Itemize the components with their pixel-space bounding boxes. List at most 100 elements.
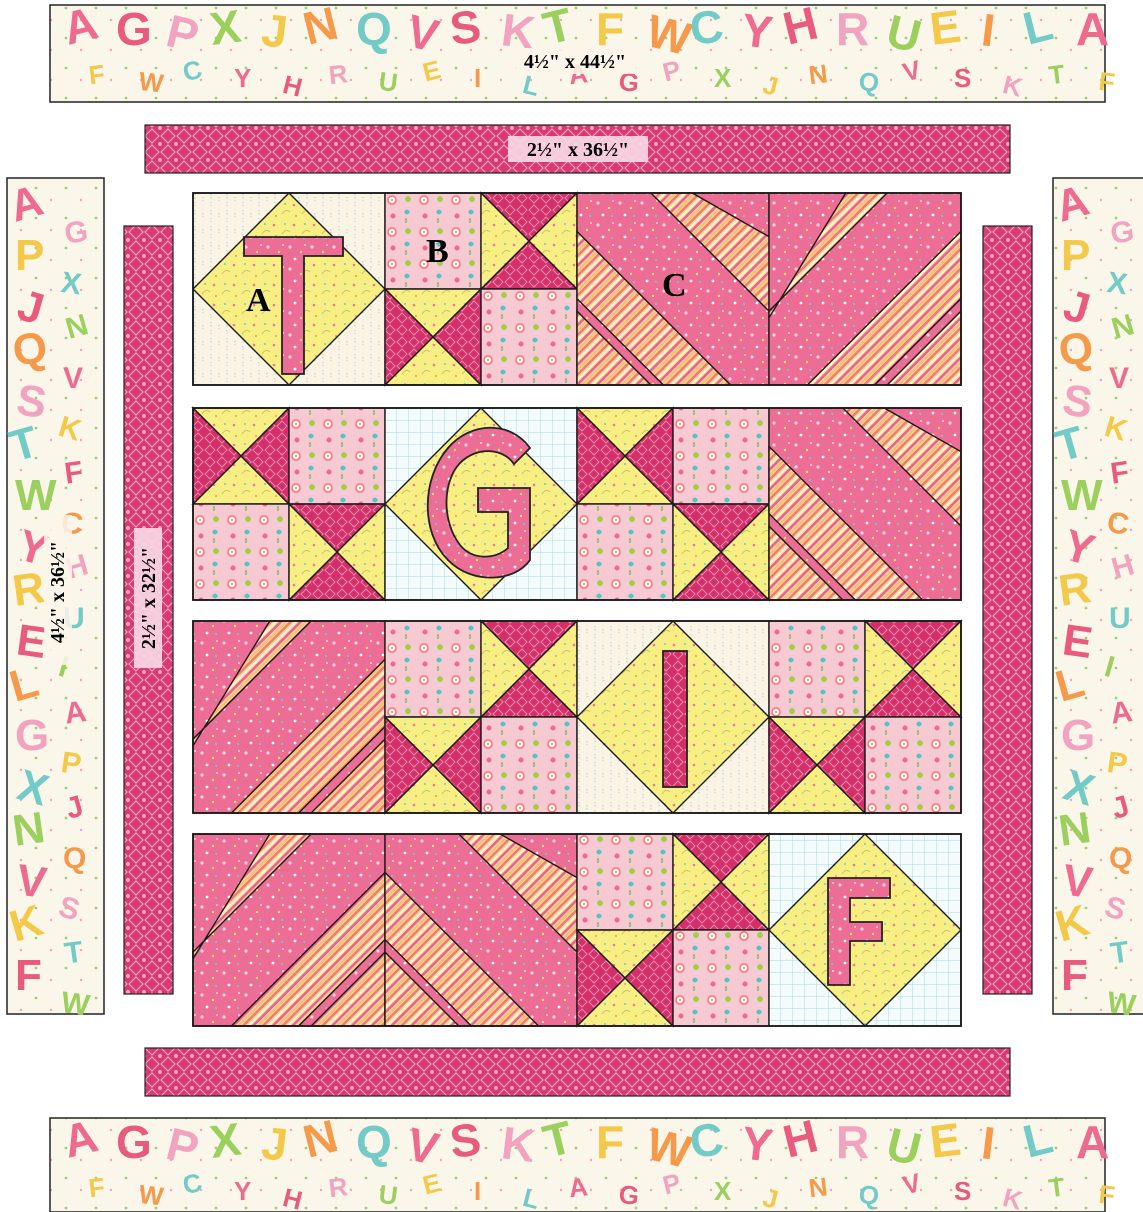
border-print-letter: W [137, 66, 165, 99]
flower-square [577, 504, 673, 600]
border-print-letter: N [10, 803, 48, 856]
border-print-letter: S [447, 1113, 484, 1168]
border-print-letter: V [63, 362, 83, 395]
top-border-label: 4½" x 44½" [524, 51, 626, 73]
border-print-letter: W [1061, 471, 1103, 520]
four-patch-block [385, 621, 577, 813]
border-print-letter: F [15, 951, 42, 1000]
stripe-block [385, 834, 577, 1026]
top-sashing-label: 2½" x 36½" [527, 139, 629, 161]
border-print-letter: F [1097, 1179, 1116, 1211]
bottom-border: AFGWPCXYJHNRQUVESIKLTAFGWPCXYJHNRQUVESIK… [50, 1109, 1117, 1212]
flower-square [289, 408, 385, 504]
border-print-letter: X [714, 63, 732, 93]
border-print-letter: Q [356, 1116, 392, 1168]
flower-square [865, 717, 961, 813]
border-print-letter: Q [63, 842, 86, 875]
border-print-letter: F [1061, 951, 1088, 1000]
border-print-letter: V [1109, 362, 1129, 395]
flower-square [193, 504, 289, 600]
border-print-letter: R [327, 58, 350, 90]
border-print-letter: Q [1056, 323, 1097, 376]
border-print-letter: A [62, 695, 88, 731]
border-print-letter: Y [234, 63, 251, 93]
bottom-sashing [145, 1048, 1010, 1096]
border-print-letter: Y [739, 1116, 776, 1171]
border-print-letter: R [836, 3, 869, 55]
left-sashing: 2½" x 32½" [124, 226, 173, 994]
border-print-letter: S [954, 63, 971, 93]
border-print-letter: E [927, 0, 964, 55]
border-print-letter: Q [10, 323, 51, 376]
border-print-letter: N [1056, 803, 1094, 856]
border-print-letter: W [1105, 986, 1138, 1023]
flower-square [673, 930, 769, 1026]
border-print-letter: G [15, 711, 49, 760]
border-print-letter: G [1108, 215, 1136, 251]
block-label-a: A [246, 282, 271, 319]
border-print-letter: Q [356, 3, 392, 55]
top-border: AFGWPCXYJHNRQUVESIKLTAFGWPCXYJHNRQUVESIK… [50, 0, 1117, 103]
four-patch-block [577, 834, 769, 1026]
four-patch-block [577, 408, 769, 600]
border-print-letter: S [954, 1176, 971, 1206]
block-label-b: B [426, 233, 449, 270]
border-print-letter: A [567, 1171, 590, 1203]
right-sashing [983, 226, 1032, 994]
border-print-letter: S [447, 0, 484, 55]
flower-square [577, 834, 673, 930]
border-print-letter: G [617, 1179, 641, 1211]
left-sashing-label: 2½" x 32½" [138, 547, 160, 649]
flower-square [481, 289, 577, 385]
flower-square [673, 408, 769, 504]
border-print-letter: G [1061, 711, 1095, 760]
stripe-block [769, 408, 961, 600]
border-print-letter: U [1109, 602, 1131, 635]
border-print-letter: W [15, 471, 57, 520]
border-print-letter: N [807, 1171, 829, 1203]
border-print-letter: U [377, 66, 399, 98]
border-print-letter: F [596, 3, 624, 55]
border-print-letter: C [687, 1112, 726, 1168]
border-print-letter: K [499, 1116, 538, 1172]
border-print-letter: R [1056, 563, 1094, 616]
border-print-letter: P [1061, 231, 1090, 280]
border-print-letter: U [377, 1179, 399, 1211]
border-print-letter: N [807, 58, 829, 90]
letter-i-applique [663, 651, 687, 787]
border-print-letter: C [687, 0, 726, 55]
border-print-letter: Q [857, 66, 881, 98]
left-border: AGPXJNQVSKTFWCYHRUEILAGPXJNQVSKTFW 4½" x… [4, 176, 104, 1023]
border-print-letter: A [1108, 695, 1134, 731]
border-print-letter: R [10, 563, 48, 616]
border-print-letter: R [836, 1116, 869, 1168]
stripe-block [193, 834, 385, 1026]
border-print-letter: Y [234, 1176, 251, 1206]
border-print-letter: G [116, 3, 152, 55]
border-print-letter: Q [1109, 842, 1132, 875]
flower-square [385, 621, 481, 717]
border-print-letter: W [137, 1179, 165, 1212]
border-print-letter: Q [857, 1179, 881, 1211]
flower-square [769, 621, 865, 717]
border-print-letter: R [327, 1171, 350, 1203]
top-sashing: 2½" x 36½" [145, 125, 1010, 173]
border-print-letter: A [1076, 3, 1109, 55]
border-print-letter: F [1097, 66, 1116, 98]
border-print-letter: G [116, 1116, 152, 1168]
four-patch-block [769, 621, 961, 813]
four-patch-block [385, 193, 577, 385]
border-print-letter: C [1105, 506, 1131, 542]
left-border-label: 4½" x 36½" [47, 541, 69, 643]
border-print-letter: A [1076, 1116, 1109, 1168]
border-print-letter: Y [739, 3, 776, 58]
block-label-c: C [662, 267, 687, 304]
border-print-letter: P [15, 231, 44, 280]
flower-square [481, 717, 577, 813]
border-print-letter: F [596, 1116, 624, 1168]
border-print-letter: E [927, 1113, 964, 1168]
border-print-letter: I [474, 1176, 481, 1206]
border-print-letter: X [714, 1176, 732, 1206]
